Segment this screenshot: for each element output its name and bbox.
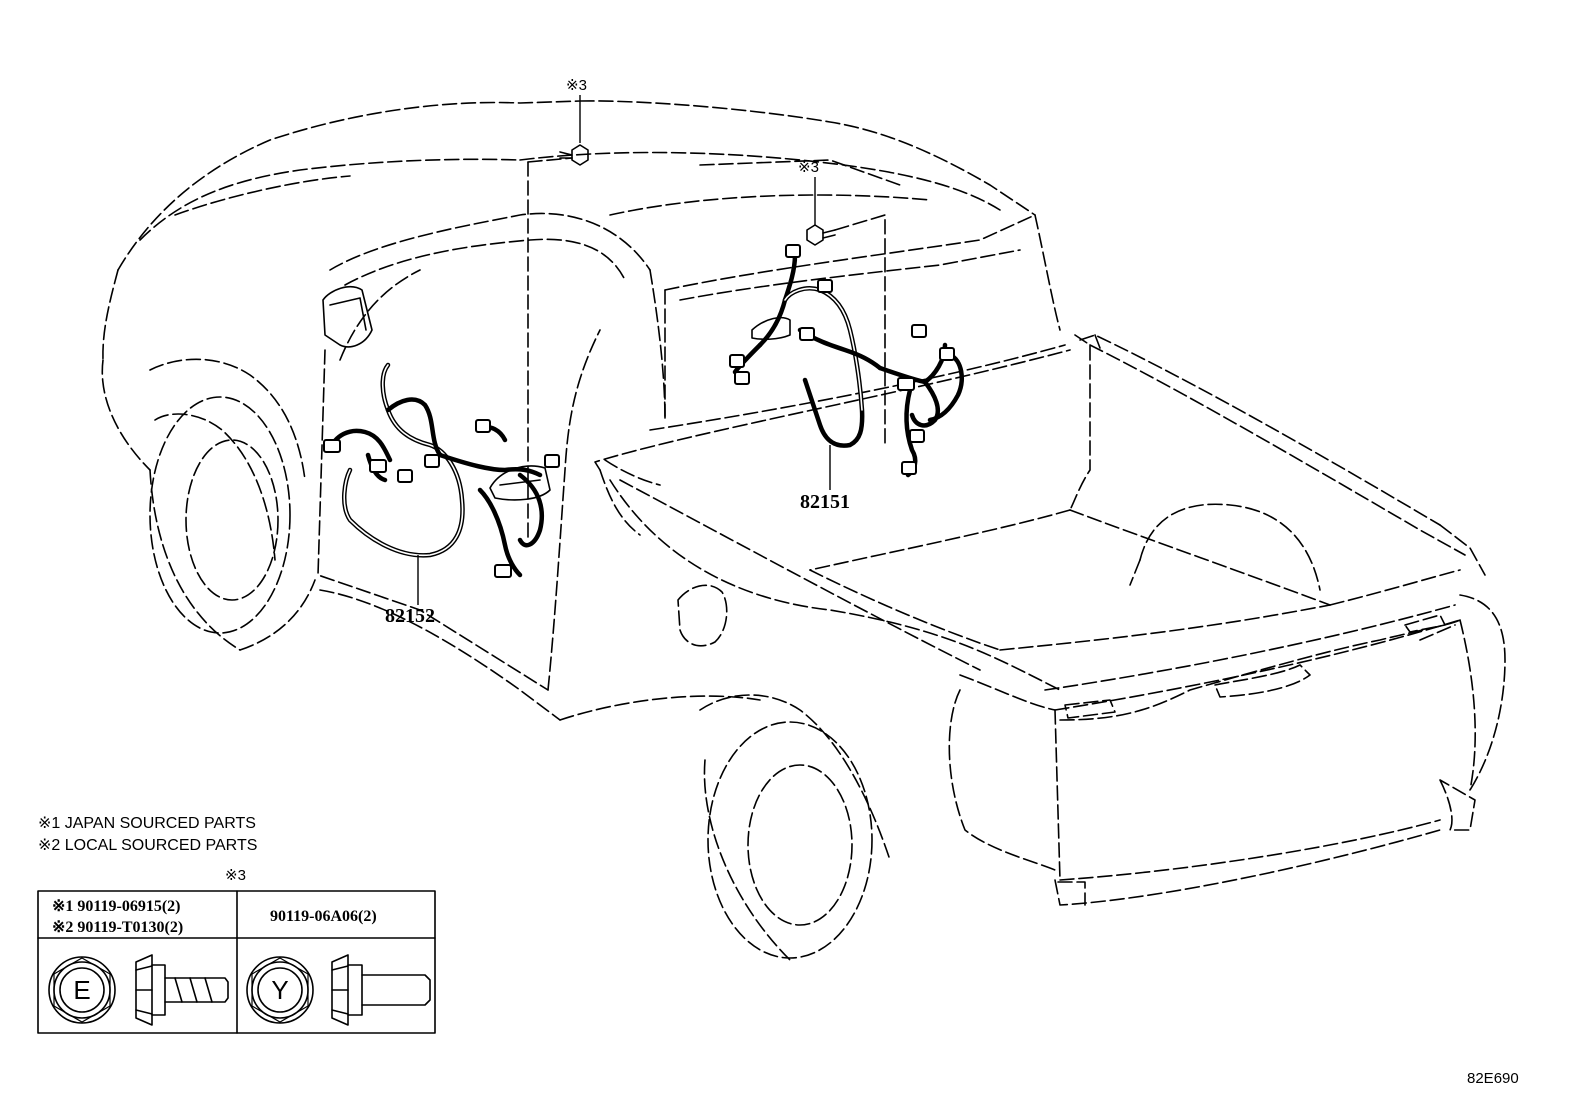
bolt-y-head-mark: Y: [271, 975, 288, 1005]
pickup-truck-outline: [101, 100, 1506, 961]
front-roof-bolt-callout: ※3: [566, 77, 587, 94]
roof-wire-harness: [729, 244, 964, 478]
rear-roof-bolt-callout: ※3: [798, 159, 819, 176]
diagram-reference-code: 82E690: [1467, 1070, 1519, 1087]
bolt-e-head-icon: [48, 956, 116, 1024]
door-harness-part-number: 82152: [385, 605, 435, 627]
bolt-e-side-icon: [135, 954, 229, 1026]
note-japan-sourced: ※1 JAPAN SOURCED PARTS: [38, 815, 256, 832]
door-wire-harness: [323, 362, 560, 578]
rear-roof-bolt: [806, 177, 886, 446]
bolt-e-head-mark: E: [73, 975, 90, 1005]
fastener-col1-line2: ※2 90119-T0130(2): [52, 919, 183, 936]
bolt-y-side-icon: [331, 954, 431, 1026]
fastener-col1-line1: ※1 90119-06915(2): [52, 898, 181, 915]
bolt-y-head-icon: [246, 956, 314, 1024]
front-roof-bolt: [527, 95, 589, 541]
fastener-col2-line1: 90119-06A06(2): [270, 908, 377, 925]
fastener-table-header: ※3: [225, 867, 246, 884]
roof-harness-part-number: 82151: [800, 491, 850, 513]
note-local-sourced: ※2 LOCAL SOURCED PARTS: [38, 837, 257, 854]
fastener-table: [37, 890, 436, 1034]
